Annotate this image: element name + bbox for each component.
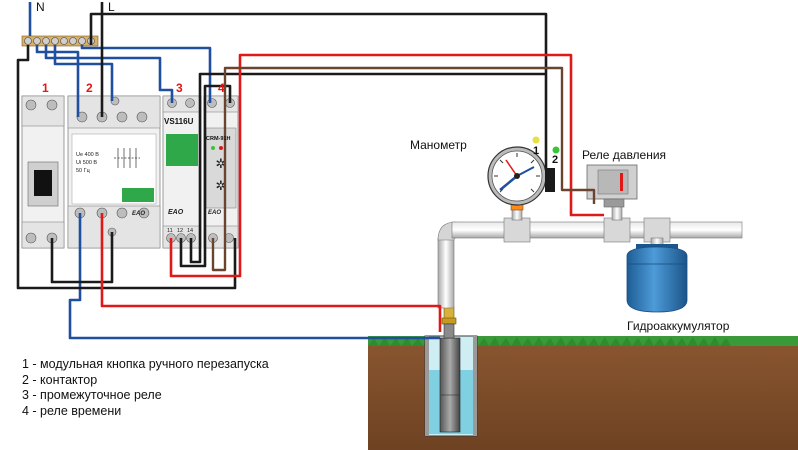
legend-item-1: 1 - модульная кнопка ручного перезапуска — [22, 357, 269, 371]
contactor-module — [67, 95, 161, 249]
module-number-2: 2 — [86, 81, 93, 95]
wires-blue — [28, 2, 440, 340]
legend-item-3: 3 - промежуточное реле — [22, 388, 162, 402]
pressure-switch — [586, 164, 638, 208]
wires-brown — [211, 66, 596, 272]
contactor-spec-1: Ue 400 B — [76, 152, 99, 158]
module-number-1: 1 — [42, 81, 49, 95]
hydro-accumulator — [626, 244, 688, 313]
timer-brand-label: EAO — [208, 210, 221, 216]
legend-item-2: 2 - контактор — [22, 372, 98, 387]
legend-item-4: 4 - реле времени — [22, 403, 122, 418]
manometer-contact-2: 2 — [552, 154, 558, 166]
time-relay-module: ✲ ✲ — [203, 95, 239, 249]
timer-model-label: CRM-91H — [206, 136, 230, 142]
relay-terminal-12: 12 — [177, 228, 183, 234]
contactor-brand-label: EAO — [132, 211, 145, 217]
manometer — [487, 136, 560, 211]
wires-red — [100, 53, 604, 332]
intermediate-relay-module — [162, 95, 202, 249]
relay-terminal-14: 14 — [187, 228, 193, 234]
line-label: L — [108, 0, 115, 14]
terminal-bar — [21, 35, 99, 47]
reset-button-module — [21, 95, 65, 249]
svg-text:✲: ✲ — [216, 157, 227, 172]
pressure-switch-label: Реле давления — [582, 148, 666, 162]
submersible-pump — [439, 306, 461, 433]
relay-terminal-11: 11 — [167, 228, 173, 234]
neutral-label: N — [36, 0, 45, 14]
accumulator-label: Гидроаккумулятор — [627, 319, 730, 333]
svg-text:✲: ✲ — [216, 179, 227, 194]
legend: 1 - модульная кнопка ручного перезапуска… — [22, 357, 269, 419]
module-number-4: 4 — [218, 81, 225, 95]
relay-model-label: VS116U — [164, 117, 194, 126]
manometer-contact-1: 1 — [533, 145, 539, 157]
contactor-spec-3: 50 Гц — [76, 168, 91, 174]
relay-brand-label: EAO — [168, 209, 184, 216]
contactor-spec-2: Ui 500 B — [76, 160, 97, 166]
wires-black — [16, 2, 548, 290]
manometer-label: Манометр — [410, 138, 467, 152]
module-number-3: 3 — [176, 81, 183, 95]
water-pipe — [437, 205, 743, 309]
